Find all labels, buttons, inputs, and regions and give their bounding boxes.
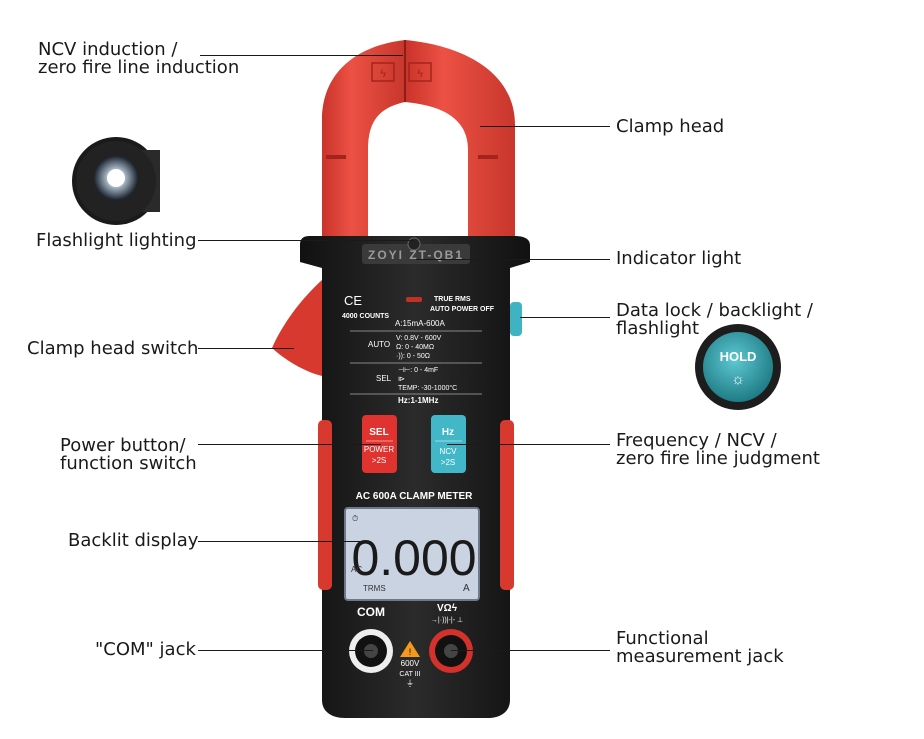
- flashlight-inset: [72, 137, 160, 225]
- power-label: Power button/ function switch: [60, 435, 197, 474]
- frequency-leader-line: [447, 444, 610, 445]
- power-leader-line: [198, 444, 381, 445]
- clamp-switch-label: Clamp head switch: [27, 338, 199, 359]
- backlit-display: [344, 507, 480, 601]
- svg-text:SEL: SEL: [376, 374, 392, 383]
- svg-text:POWER: POWER: [364, 445, 394, 454]
- meter-body: [300, 236, 530, 718]
- svg-text:☼: ☼: [731, 371, 745, 388]
- svg-text:·)): 0 - 50Ω: ·)): 0 - 50Ω: [396, 353, 430, 360]
- flashlight-leader-line: [198, 240, 414, 241]
- svg-text:AUTO: AUTO: [368, 340, 390, 349]
- svg-text:COM: COM: [357, 605, 385, 619]
- svg-text:>2S: >2S: [372, 456, 386, 465]
- svg-text:TRMS: TRMS: [363, 584, 386, 593]
- hold-button-inset: HOLD ☼: [695, 324, 781, 410]
- svg-text:Hz: Hz: [442, 427, 454, 438]
- flashlight-label: Flashlight lighting: [36, 230, 197, 251]
- svg-text:600V: 600V: [401, 659, 420, 668]
- clamp-switch-leader-line: [198, 348, 294, 349]
- display-value: 0.000: [351, 530, 476, 586]
- svg-text:!: !: [409, 647, 412, 657]
- indicator-label: Indicator light: [616, 248, 742, 269]
- functional-label: Functional measurement jack: [616, 628, 784, 667]
- com-label: "COM" jack: [95, 639, 196, 660]
- functional-leader-line: [451, 650, 610, 651]
- svg-text:NCV: NCV: [440, 447, 458, 456]
- display-leader-line: [198, 541, 364, 542]
- display-label: Backlit display: [68, 530, 199, 551]
- data-lock-label: Data lock / backlight / flashlight: [616, 300, 813, 339]
- clamp-head-leader-line: [480, 126, 610, 127]
- data-lock-leader-line: [520, 317, 610, 318]
- svg-text:AC 600A CLAMP METER: AC 600A CLAMP METER: [356, 491, 473, 502]
- svg-text:AC: AC: [351, 565, 362, 574]
- svg-text:TEMP: -30-1000°C: TEMP: -30-1000°C: [398, 384, 457, 392]
- svg-text:CAT III: CAT III: [399, 671, 420, 678]
- clamp-head: [322, 40, 405, 240]
- svg-text:ϟ: ϟ: [380, 68, 386, 80]
- svg-text:4000 COUNTS: 4000 COUNTS: [342, 313, 389, 320]
- svg-text:A:15mA-600A: A:15mA-600A: [395, 319, 445, 328]
- ncv-leader-line: [200, 55, 403, 56]
- svg-text:⊣⊢: 0 - 4mF: ⊣⊢: 0 - 4mF: [398, 367, 438, 374]
- brand-model: ZOYI ZT-QB1: [368, 248, 464, 262]
- svg-text:⧐: ⧐: [398, 376, 405, 383]
- svg-text:⏱: ⏱: [352, 514, 358, 523]
- svg-text:HOLD: HOLD: [720, 349, 757, 364]
- svg-text:CE: CE: [344, 293, 362, 308]
- svg-text:SEL: SEL: [369, 427, 388, 438]
- svg-text:>2S: >2S: [441, 458, 455, 467]
- svg-text:V: 0.8V - 600V: V: 0.8V - 600V: [396, 335, 442, 342]
- frequency-label: Frequency / NCV / zero fire line judgmen…: [616, 430, 820, 469]
- indicator-light: [406, 297, 422, 302]
- clamp-head-right: [405, 40, 515, 240]
- ncv-label: NCV induction / zero fire line induction: [38, 39, 240, 78]
- svg-text:ϟ: ϟ: [417, 68, 423, 80]
- svg-text:⏚: ⏚: [406, 679, 414, 688]
- clamp-head-label: Clamp head: [616, 116, 725, 137]
- svg-text:VΩϟ: VΩϟ: [437, 603, 458, 614]
- com-leader-line: [198, 650, 373, 651]
- indicator-leader-line: [416, 259, 610, 260]
- svg-text:Hz:1-1MHz: Hz:1-1MHz: [398, 396, 438, 405]
- clamp-switch-trigger: [272, 280, 322, 376]
- svg-text:AUTO POWER OFF: AUTO POWER OFF: [430, 306, 495, 313]
- svg-text:Ω: 0 - 40MΩ: Ω: 0 - 40MΩ: [396, 344, 434, 351]
- svg-text:A: A: [463, 583, 470, 594]
- svg-text:→|·))|-|- ⊥: →|·))|-|- ⊥: [431, 617, 463, 624]
- svg-text:TRUE RMS: TRUE RMS: [434, 296, 471, 303]
